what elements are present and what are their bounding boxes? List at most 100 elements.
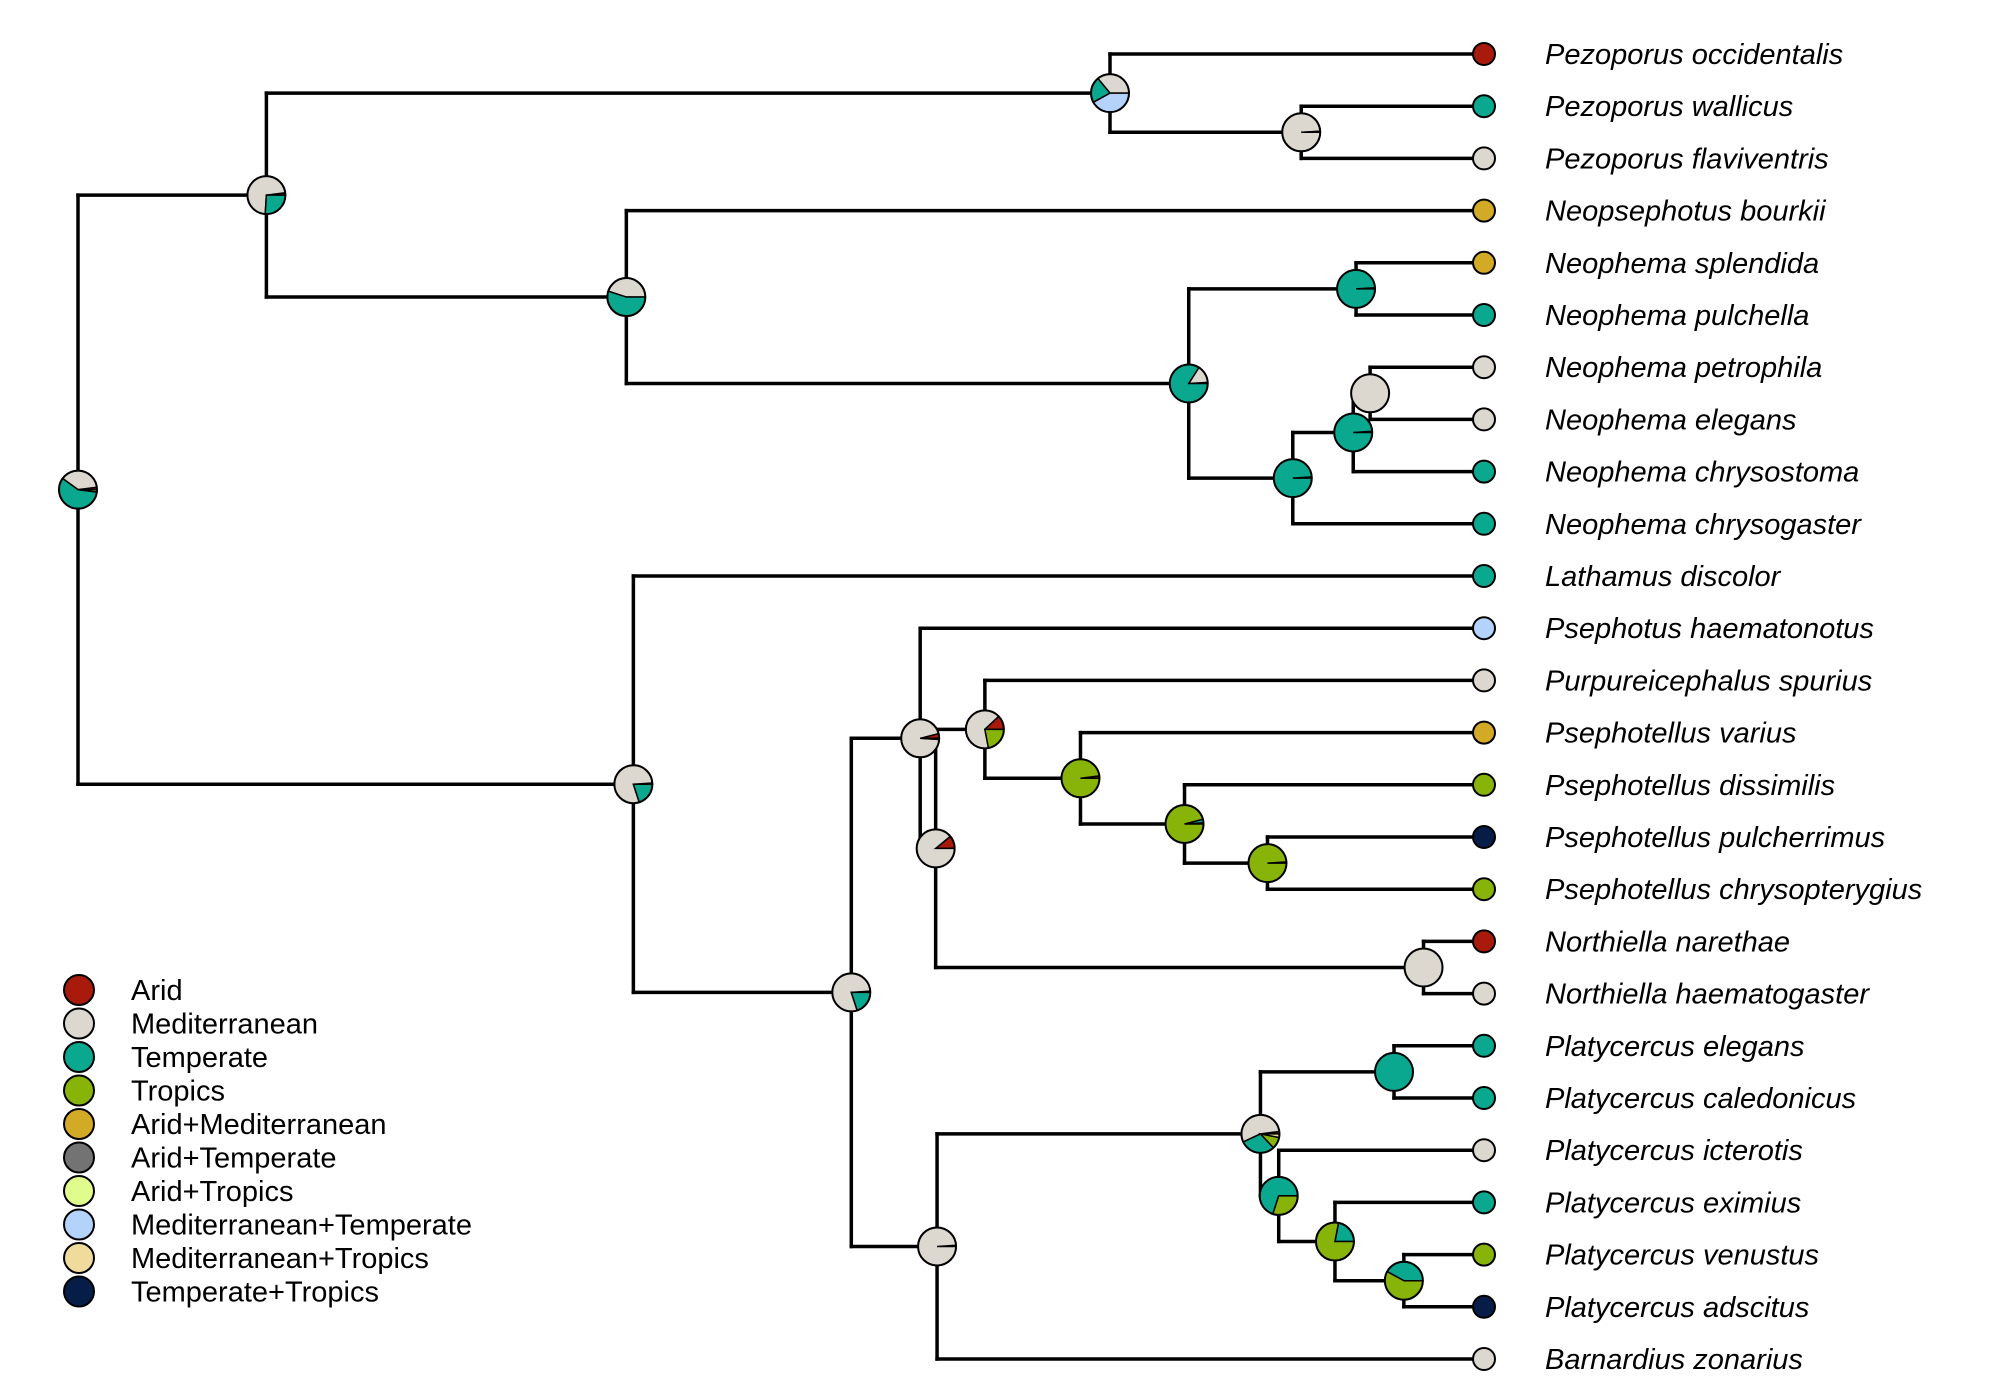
tip-state-marker [1472,929,1496,954]
legend-swatch [63,1074,95,1107]
tip-label: Platycercus eximius [1545,1187,1801,1219]
legend-swatch [63,1141,95,1174]
tip-state-marker [1472,616,1496,641]
pie-outline [613,764,654,805]
pie-outline [964,709,1005,750]
tip-state-marker [1472,1242,1496,1267]
node-pie [1090,73,1131,114]
node-pie [1247,843,1288,884]
node-pie [58,469,98,510]
tip-state-marker [1472,459,1496,484]
legend-swatch [63,1208,95,1241]
tip-state-marker [1472,772,1496,797]
tip-label: Neophema petrophila [1545,352,1822,384]
node-pie [1281,112,1322,153]
tip-state-marker [1472,303,1496,327]
tip-label: Neophema chrysogaster [1545,509,1862,541]
pie-outline [1333,412,1374,453]
tip-label: Psephotus haematonotus [1545,613,1874,645]
node-pie [1314,1221,1355,1262]
tip-state-marker [1472,1086,1496,1110]
legend-label: Arid+Temperate [131,1143,337,1175]
legend-label: Arid [131,975,183,1007]
pie-outline [1247,843,1288,884]
tip-label: Neophema splendida [1545,248,1819,280]
pie-outline [1164,803,1205,844]
node-pie [613,764,654,805]
node-pie [1403,947,1444,988]
pie-outline [831,972,872,1013]
node-pie [1383,1260,1424,1301]
node-pie [1272,458,1313,499]
tip-label: Psephotellus pulcherrimus [1545,822,1885,854]
tip-label: Neopsephotus bourkii [1545,196,1827,228]
tip-label: Psephotellus dissimilis [1545,770,1835,802]
tip-label: Lathamus discolor [1545,561,1782,593]
tip-state-marker [1472,1033,1496,1058]
pie-outline [1374,1051,1415,1092]
legend-label: Temperate [131,1042,268,1074]
pie-outline [1403,947,1444,988]
pie-outline [58,469,98,510]
tip-label: Northiella haematogaster [1545,979,1870,1011]
tip-label: Platycercus icterotis [1545,1135,1803,1167]
pie-slice [1404,948,1443,987]
node-pie [1168,363,1209,404]
pie-slice [1351,374,1390,413]
node-pie [1258,1175,1299,1216]
legend-label: Arid+Mediterranean [131,1109,387,1141]
tip-state-marker [1472,1294,1496,1319]
tip-state-marker [1472,1347,1496,1371]
tip-state-marker [1472,1138,1496,1163]
legend-swatch [63,974,95,1006]
tip-state-marker [1472,146,1496,171]
tip-state-marker [1472,825,1496,849]
tip-label: Neophema pulchella [1545,300,1809,332]
pie-outline [1168,363,1209,404]
tip-label: Psephotellus varius [1545,718,1796,750]
node-pie [1240,1113,1281,1154]
node-pie [1336,268,1377,309]
legend-label: Arid+Tropics [131,1176,294,1208]
tip-label: Platycercus elegans [1545,1031,1805,1063]
node-pie [1060,758,1101,799]
node-pie [915,828,956,869]
legend-label: Temperate+Tropics [131,1277,379,1309]
pie-outline [1350,373,1391,414]
pie-outline [1383,1260,1424,1301]
pie-outline [606,277,647,318]
tip-state-marker [1472,564,1496,588]
pie-slice [1375,1052,1414,1091]
legend: AridMediterraneanTemperateTropicsArid+Me… [63,974,472,1309]
tip-state-marker [1472,720,1496,745]
pie-outline [1281,112,1322,153]
tip-label: Pezoporus occidentalis [1545,39,1843,71]
pie-outline [246,175,287,216]
pie-outline [1240,1113,1281,1154]
node-pie [246,175,287,216]
tip-state-marker [1472,94,1496,119]
pie-outline [900,718,941,759]
legend-label: Tropics [131,1076,225,1108]
tip-label: Platycercus venustus [1545,1240,1819,1272]
tip-label: Neophema chrysostoma [1545,457,1859,489]
tip-state-marker [1472,42,1496,66]
tip-markers [1472,42,1496,1371]
tip-state-marker [1472,198,1496,223]
tip-state-marker [1472,1190,1496,1215]
pie-outline [1314,1221,1355,1262]
node-pie [964,709,1005,750]
node-pie [606,277,647,318]
node-pie [831,972,872,1013]
tip-state-marker [1472,407,1496,432]
legend-swatch [63,1175,95,1207]
tip-state-marker [1472,250,1496,275]
node-pie [1374,1051,1415,1092]
tip-label: Pezoporus flaviventris [1545,143,1829,175]
node-pie [1350,373,1391,414]
tip-label: Platycercus adscitus [1545,1292,1809,1324]
pie-outline [915,828,956,869]
node-pie [1164,803,1205,844]
